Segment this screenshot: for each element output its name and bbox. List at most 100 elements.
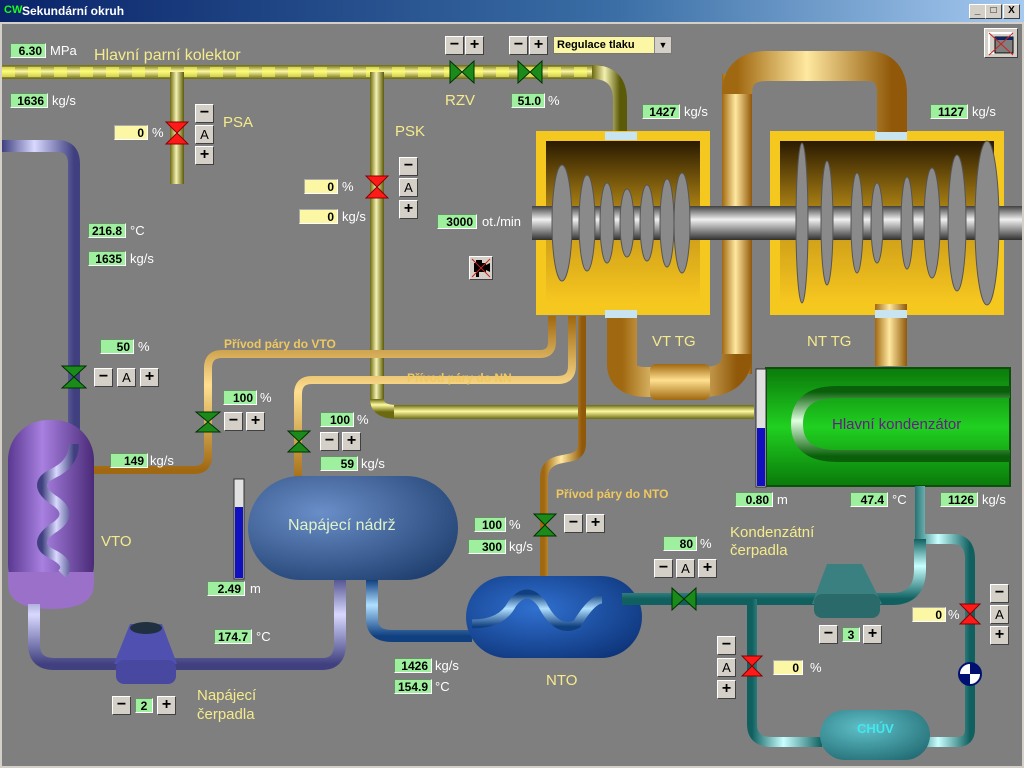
regulating-plus-button[interactable]: + bbox=[529, 36, 548, 55]
feed-pumps-label-2: čerpadla bbox=[197, 706, 255, 723]
psk-opening-unit: % bbox=[342, 179, 354, 194]
nto-steam-flow: 300 bbox=[468, 539, 506, 554]
lp-inlet-flow-unit: kg/s bbox=[972, 104, 996, 119]
turbine-inlet-flow: 1427 bbox=[642, 104, 680, 119]
nto-steam-opening: 100 bbox=[474, 517, 506, 532]
feed-tank-label: Napájecí nádrž bbox=[288, 517, 396, 534]
vto-steam-flow: 149 bbox=[110, 453, 148, 468]
rzv-plus-button[interactable]: + bbox=[465, 36, 484, 55]
psa-valve-icon[interactable] bbox=[164, 121, 190, 145]
drain-valve-minus-button[interactable]: − bbox=[717, 636, 736, 655]
condensate-valve-plus-button[interactable]: + bbox=[698, 559, 717, 578]
close-button[interactable]: X bbox=[1003, 4, 1020, 19]
recirc-valve-unit: % bbox=[948, 607, 960, 622]
rzv-valve-icon[interactable] bbox=[449, 59, 475, 85]
psk-valve-icon[interactable] bbox=[364, 175, 390, 199]
vto-steam-opening: 100 bbox=[223, 390, 257, 405]
recirc-valve-auto-button[interactable]: A bbox=[990, 605, 1009, 624]
condensate-valve-icon[interactable] bbox=[671, 586, 697, 612]
condensate-valve-minus-button[interactable]: − bbox=[654, 559, 673, 578]
psa-plus-button[interactable]: + bbox=[195, 146, 214, 165]
nn-steam-flow: 59 bbox=[320, 456, 358, 471]
vto-steam-plus-button[interactable]: + bbox=[246, 412, 265, 431]
nn-steam-plus-button[interactable]: + bbox=[342, 432, 361, 451]
psa-label: PSA bbox=[223, 114, 254, 131]
drain-valve-icon[interactable] bbox=[740, 655, 764, 677]
vto-heater bbox=[8, 420, 94, 604]
condensate-pumps-label-1: Kondenzátní bbox=[730, 524, 815, 541]
condensate-valve-auto-button[interactable]: A bbox=[676, 559, 695, 578]
pressure-unit: MPa bbox=[50, 43, 77, 58]
vto-valve-minus-button[interactable]: − bbox=[94, 368, 113, 387]
condenser-level-fill bbox=[757, 428, 765, 486]
nto-flow-value: 1426 bbox=[394, 658, 432, 673]
nto-steam-line-label: Přívod páry do NTO bbox=[556, 487, 669, 501]
recirc-valve-icon[interactable] bbox=[958, 603, 982, 625]
psk-minus-button[interactable]: − bbox=[399, 157, 418, 176]
vto-valve-auto-button[interactable]: A bbox=[117, 368, 136, 387]
vto-steam-line-label: Přívod páry do VTO bbox=[224, 337, 336, 351]
feed-pump-minus-button[interactable]: − bbox=[112, 696, 131, 715]
psa-minus-button[interactable]: − bbox=[195, 104, 214, 123]
vto-valve-unit: % bbox=[138, 339, 150, 354]
vto-valve-plus-button[interactable]: + bbox=[140, 368, 159, 387]
lp-inlet-flow: 1127 bbox=[930, 104, 968, 119]
regulating-valve-unit: % bbox=[548, 93, 560, 108]
condensate-pump-plus-button[interactable]: + bbox=[863, 625, 882, 644]
camera-disabled-icon[interactable] bbox=[469, 256, 493, 280]
nto-label: NTO bbox=[546, 672, 578, 689]
drain-valve-plus-button[interactable]: + bbox=[717, 680, 736, 699]
dropdown-arrow-icon[interactable]: ▼ bbox=[654, 37, 671, 53]
psk-plus-button[interactable]: + bbox=[399, 200, 418, 219]
vto-steam-opening-unit: % bbox=[260, 390, 272, 405]
nto-steam-flow-unit: kg/s bbox=[509, 539, 533, 554]
condenser-flow-unit: kg/s bbox=[982, 492, 1006, 507]
feed-tank-level-unit: m bbox=[250, 581, 261, 596]
chuv-label: CHÚV bbox=[857, 721, 894, 736]
feed-pump-plus-button[interactable]: + bbox=[157, 696, 176, 715]
nn-steam-line-label: Přívod páry do NN bbox=[407, 371, 512, 385]
psk-opening-input[interactable]: 0 bbox=[304, 179, 338, 194]
drain-valve-unit: % bbox=[810, 660, 822, 675]
process-diagram bbox=[2, 51, 1022, 760]
condenser-level-unit: m bbox=[777, 492, 788, 507]
maximize-button[interactable]: □ bbox=[985, 4, 1002, 19]
recirc-valve-plus-button[interactable]: + bbox=[990, 626, 1009, 645]
regulating-minus-button[interactable]: − bbox=[509, 36, 528, 55]
rzv-minus-button[interactable]: − bbox=[445, 36, 464, 55]
lp-turbine-label: NT TG bbox=[807, 333, 852, 350]
condenser-level-value: 0.80 bbox=[735, 492, 773, 507]
psk-label: PSK bbox=[395, 123, 426, 140]
vto-steam-minus-button[interactable]: − bbox=[224, 412, 243, 431]
nn-steam-minus-button[interactable]: − bbox=[320, 432, 339, 451]
regulating-valve-icon[interactable] bbox=[517, 59, 543, 85]
psa-auto-button[interactable]: A bbox=[195, 125, 214, 144]
window-cross-icon[interactable] bbox=[984, 28, 1018, 58]
vto-flow-unit: kg/s bbox=[130, 251, 154, 266]
recirc-valve-minus-button[interactable]: − bbox=[990, 584, 1009, 603]
nto-steam-valve-icon[interactable] bbox=[532, 513, 558, 537]
condensate-valve-opening: 80 bbox=[663, 536, 697, 551]
drain-valve-auto-button[interactable]: A bbox=[717, 658, 736, 677]
psa-opening-input[interactable]: 0 bbox=[114, 125, 148, 140]
vto-steam-valve-icon[interactable] bbox=[194, 411, 222, 433]
psa-unit: % bbox=[152, 125, 164, 140]
minimize-button[interactable]: _ bbox=[969, 4, 986, 19]
recirc-valve-opening-input[interactable]: 0 bbox=[912, 607, 946, 622]
feed-tank-level-fill bbox=[235, 507, 243, 578]
nto-steam-minus-button[interactable]: − bbox=[564, 514, 583, 533]
nto-steam-plus-button[interactable]: + bbox=[586, 514, 605, 533]
nn-steam-valve-icon[interactable] bbox=[286, 430, 312, 453]
psk-auto-button[interactable]: A bbox=[399, 178, 418, 197]
turbine-speed-value: 3000 bbox=[437, 214, 477, 229]
title-bar: CW Sekundární okruh _ □ X bbox=[0, 0, 1024, 22]
feed-pumps-label-1: Napájecí bbox=[197, 687, 257, 704]
main-flow-unit: kg/s bbox=[52, 93, 76, 108]
vto-temp-unit: °C bbox=[130, 223, 145, 238]
feed-pump-count: 2 bbox=[135, 698, 153, 713]
drain-valve-opening-input[interactable]: 0 bbox=[773, 660, 803, 675]
condensate-pump-minus-button[interactable]: − bbox=[819, 625, 838, 644]
regulation-mode-select[interactable]: Regulace tlaku▼ bbox=[553, 36, 672, 54]
vto-valve-icon[interactable] bbox=[60, 365, 88, 389]
nto-steam-opening-unit: % bbox=[509, 517, 521, 532]
